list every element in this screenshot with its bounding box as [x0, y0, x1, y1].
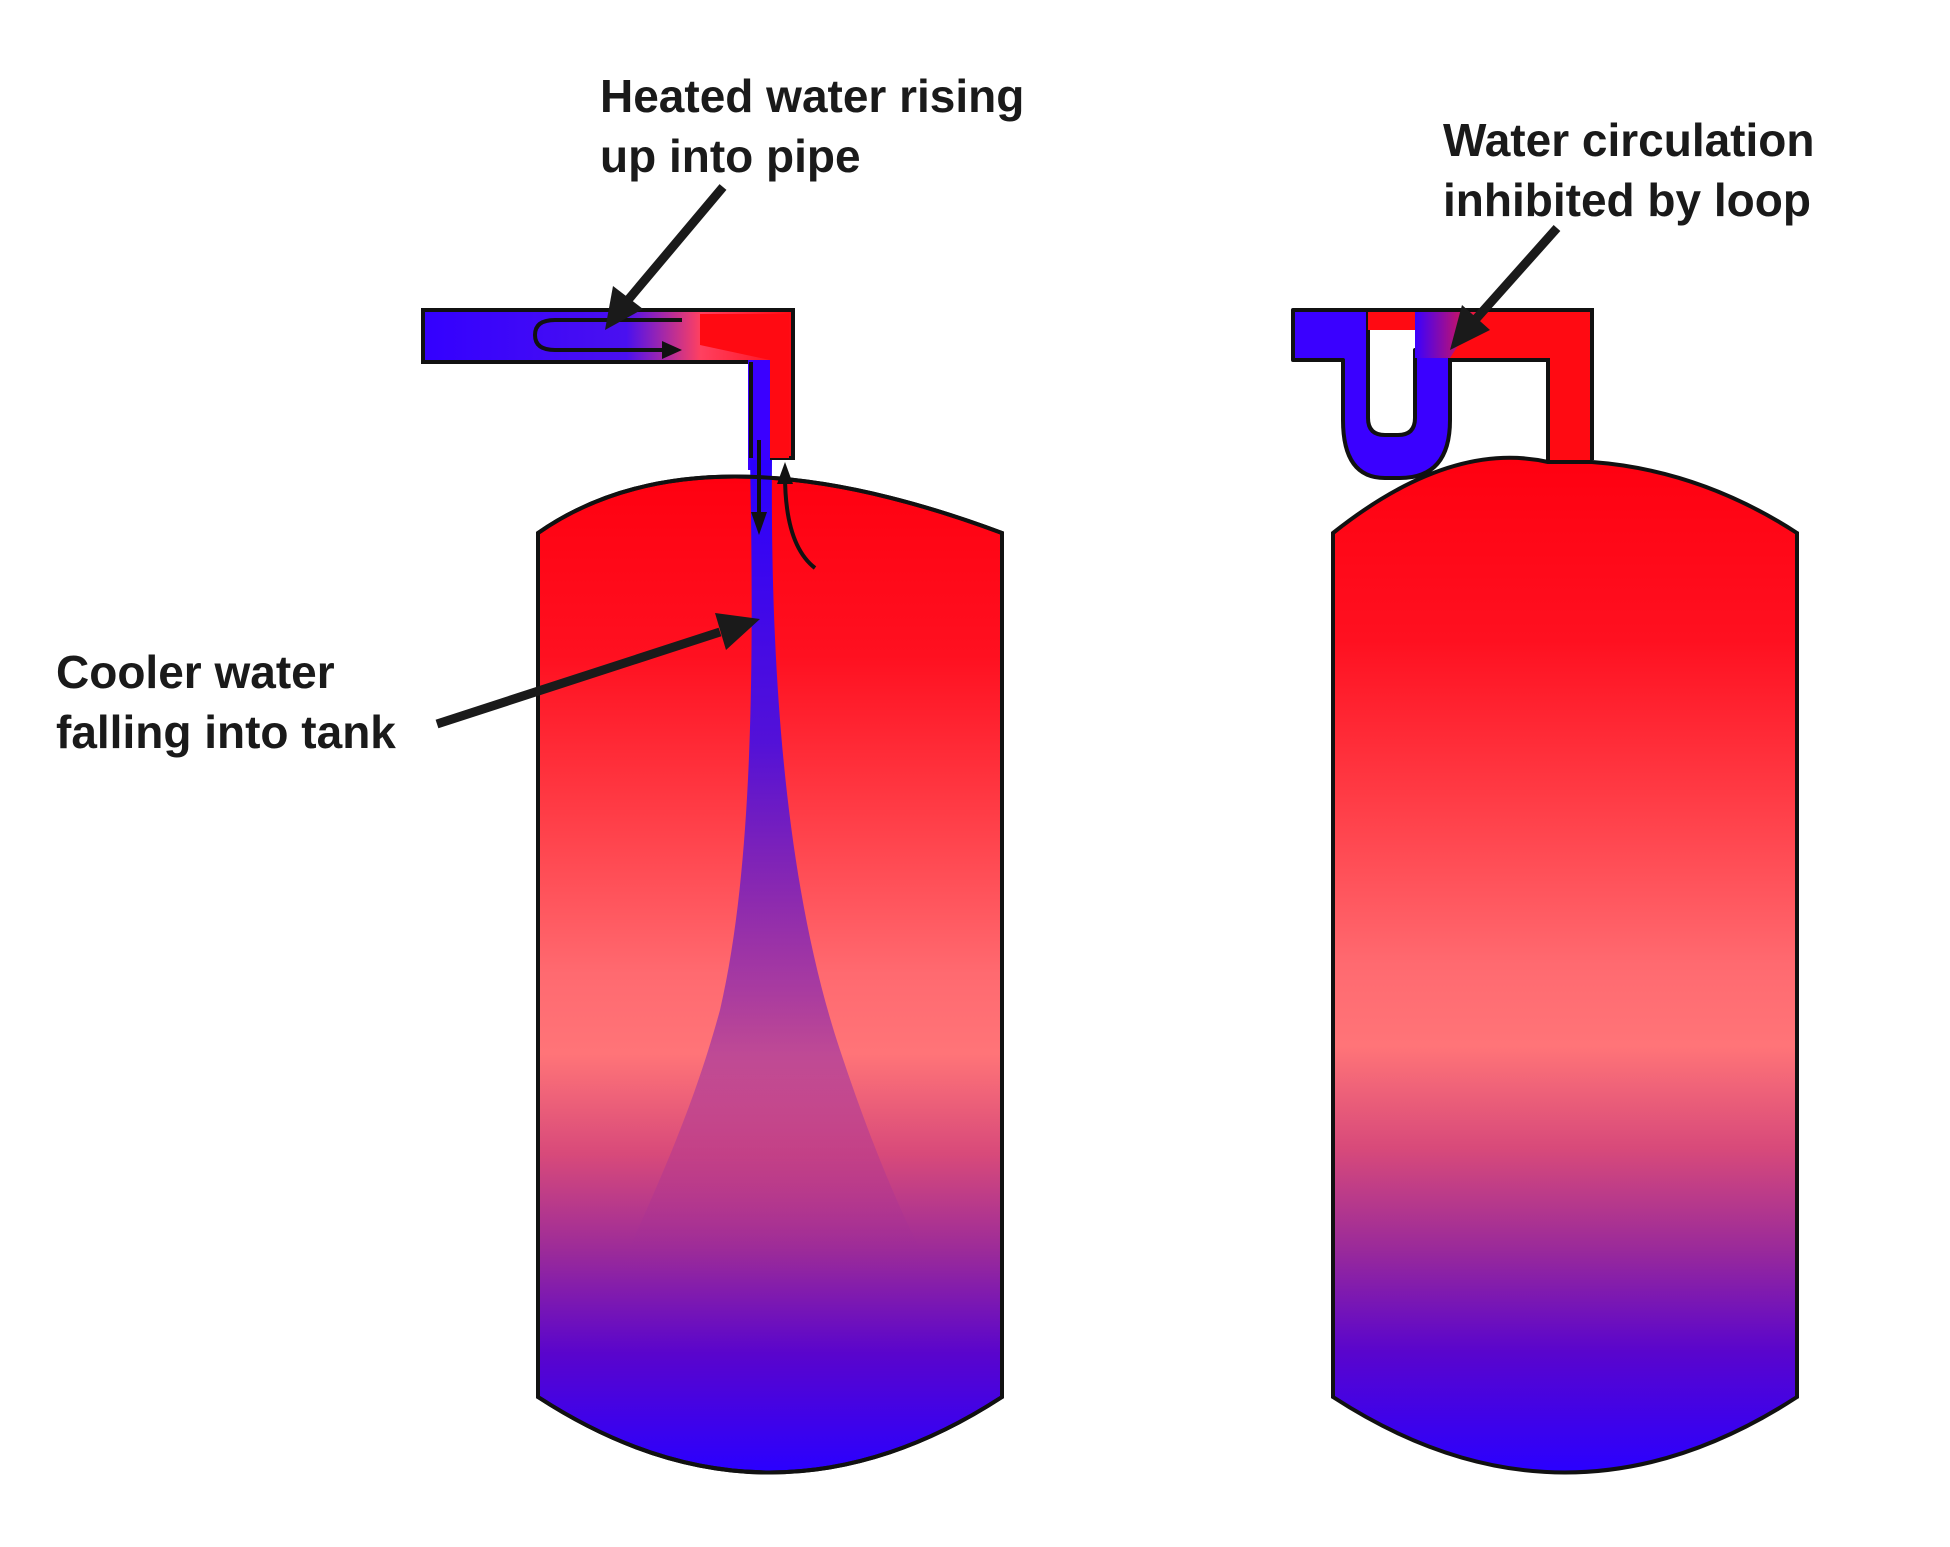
cooler-water-label-line1: Cooler water	[56, 646, 335, 698]
cooler-water-label: Cooler water falling into tank	[56, 642, 396, 762]
right-tank-body	[1331, 455, 1799, 1475]
cold-water-plume	[620, 460, 930, 1270]
heated-water-label-line1: Heated water rising	[600, 70, 1025, 122]
cooler-water-label-line2: falling into tank	[56, 706, 396, 758]
loop-label-line2: inhibited by loop	[1443, 174, 1811, 226]
left-tank-assembly	[421, 308, 1004, 1475]
left-riser-cold	[748, 360, 770, 470]
loop-arrow	[1471, 225, 1561, 323]
loop-label: Water circulation inhibited by loop	[1443, 110, 1814, 230]
loop-label-line1: Water circulation	[1443, 114, 1815, 166]
right-tank-assembly	[1291, 308, 1799, 1475]
heated-water-label: Heated water rising up into pipe	[600, 66, 1024, 186]
heated-water-label-line2: up into pipe	[600, 130, 861, 182]
pipe-flow-loop-arrow	[532, 318, 680, 352]
annotation-arrows	[435, 184, 1561, 729]
heated-water-arrow	[624, 184, 727, 303]
up-flow-arrow	[783, 474, 817, 570]
left-riser-hot	[700, 314, 789, 458]
u-loop-pipe	[1291, 308, 1452, 480]
cooler-water-arrow	[435, 627, 722, 729]
